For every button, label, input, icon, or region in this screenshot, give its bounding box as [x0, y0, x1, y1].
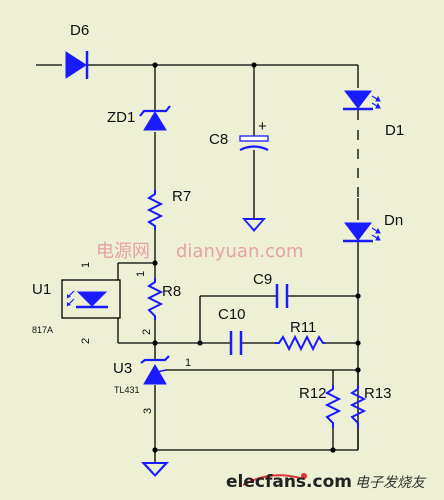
label-c8-plus: +	[258, 118, 267, 135]
label-r7: R7	[172, 188, 191, 205]
shunt-regulator-u3	[140, 355, 170, 385]
label-u3: U3	[113, 360, 132, 377]
capacitor-c9	[275, 284, 289, 308]
junction-dots	[152, 62, 361, 453]
resistor-r8	[146, 278, 164, 320]
label-zd1: ZD1	[107, 109, 135, 126]
watermark-en: dianyuan.com	[176, 241, 304, 262]
label-c8: C8	[209, 131, 228, 148]
pin-u3-ref: 1	[185, 357, 191, 369]
zener-zd1	[139, 105, 171, 131]
pin-r8-bottom: 2	[141, 329, 153, 335]
label-c9: C9	[253, 271, 272, 288]
label-r8: R8	[162, 283, 181, 300]
diode-d6	[65, 51, 89, 79]
label-u1-part: 817A	[32, 325, 53, 335]
led-d1	[343, 90, 381, 111]
resistor-r13	[349, 385, 367, 428]
label-r12: R12	[299, 385, 327, 402]
label-r13: R13	[364, 385, 392, 402]
label-u1: U1	[32, 281, 51, 298]
ground-c8	[242, 218, 266, 232]
label-u3-part: TL431	[114, 385, 140, 395]
pin-u1-2: 2	[80, 338, 92, 344]
label-dn: Dn	[384, 212, 403, 229]
label-c10: C10	[218, 306, 246, 323]
pin-u1-1: 1	[80, 262, 92, 268]
ground-main	[141, 462, 169, 477]
capacitor-c10	[229, 331, 243, 355]
brand-cn: 电子发烧友	[355, 475, 427, 491]
pin-u3-anode: 3	[142, 408, 154, 414]
capacitor-c8	[239, 135, 269, 151]
brand-site: elecfans.com	[226, 472, 352, 492]
label-d1: D1	[385, 122, 404, 139]
label-r11: R11	[290, 319, 316, 336]
led-dn	[343, 222, 381, 243]
resistor-r11	[275, 334, 325, 352]
resistor-r7	[146, 190, 164, 230]
watermark-cn: 电源网	[96, 241, 150, 262]
elecfans-logo: elecfans.com 电子发烧友	[226, 472, 427, 492]
resistor-r12	[324, 385, 342, 428]
optocoupler-u1	[61, 279, 121, 319]
pin-r8-top: 1	[135, 271, 147, 277]
label-d6: D6	[70, 22, 89, 39]
